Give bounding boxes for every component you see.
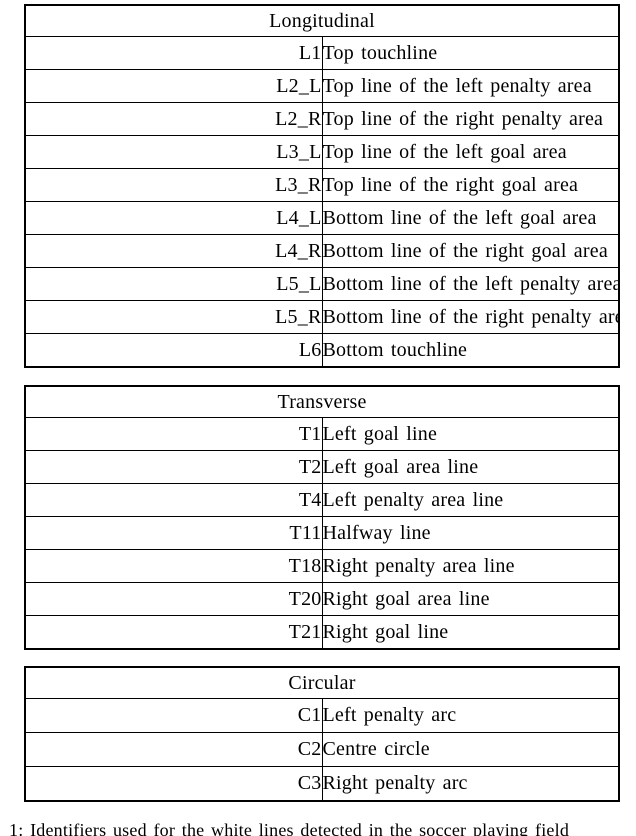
line-id-cell: L5_L: [24, 267, 323, 301]
line-id-cell: L2_R: [24, 102, 323, 136]
line-desc-cell: Bottom line of the right goal area: [321, 234, 620, 268]
line-desc-cell: Top line of the right goal area: [321, 168, 620, 202]
line-desc-cell: Right goal line: [321, 615, 620, 650]
line-id-cell: T20: [24, 582, 323, 616]
line-desc-cell: Top touchline: [321, 36, 620, 70]
line-id-cell: T18: [24, 549, 323, 583]
line-desc-cell: Left goal line: [321, 417, 620, 451]
line-desc-cell: Halfway line: [321, 516, 620, 550]
line-id-cell: T2: [24, 450, 323, 484]
table-caption: 1: Identifiers used for the white lines …: [9, 820, 570, 836]
table-header: Transverse: [24, 385, 620, 418]
line-desc-cell: Top line of the left penalty area: [321, 69, 620, 103]
line-desc-cell: Right penalty arc: [321, 766, 620, 802]
line-desc-cell: Right goal area line: [321, 582, 620, 616]
line-desc-cell: Centre circle: [321, 732, 620, 767]
line-desc-cell: Right penalty area line: [321, 549, 620, 583]
line-desc-cell: Top line of the left goal area: [321, 135, 620, 169]
line-id-cell: T4: [24, 483, 323, 517]
line-id-cell: L4_L: [24, 201, 323, 235]
line-id-cell: C2: [24, 732, 323, 767]
line-id-cell: T1: [24, 417, 323, 451]
line-id-cell: L3_L: [24, 135, 323, 169]
line-desc-cell: Top line of the right penalty area: [321, 102, 620, 136]
line-desc-cell: Bottom line of the left goal area: [321, 201, 620, 235]
line-id-cell: C1: [24, 698, 323, 733]
line-desc-cell: Bottom line of the right penalty area: [321, 300, 620, 334]
line-id-cell: T21: [24, 615, 323, 650]
line-id-cell: C3: [24, 766, 323, 802]
line-desc-cell: Left goal area line: [321, 450, 620, 484]
line-id-cell: L5_R: [24, 300, 323, 334]
line-id-cell: L2_L: [24, 69, 323, 103]
table-header: Circular: [24, 666, 620, 699]
line-desc-cell: Bottom line of the left penalty area: [321, 267, 620, 301]
table-header-row: Longitudinal: [24, 4, 620, 37]
table-header: Longitudinal: [24, 4, 620, 37]
line-id-cell: L3_R: [24, 168, 323, 202]
line-desc-cell: Left penalty area line: [321, 483, 620, 517]
table-header-row: Circular: [24, 666, 620, 699]
line-desc-cell: Bottom touchline: [321, 333, 620, 368]
line-id-cell: L1: [24, 36, 323, 70]
table-header-row: Transverse: [24, 385, 620, 418]
line-id-cell: L6: [24, 333, 323, 368]
line-id-cell: L4_R: [24, 234, 323, 268]
line-desc-cell: Left penalty arc: [321, 698, 620, 733]
line-id-cell: T11: [24, 516, 323, 550]
